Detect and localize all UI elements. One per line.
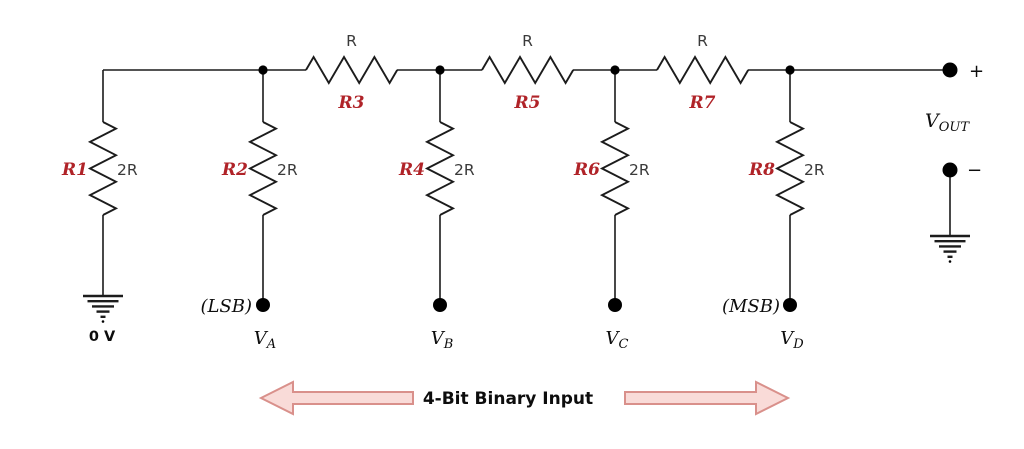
resistor-r1: R1 2R — [61, 121, 138, 216]
caption-binary-input: 4-Bit Binary Input — [423, 389, 593, 409]
arrow-right-icon — [624, 380, 791, 416]
resistor-r4: R4 2R — [398, 121, 475, 216]
resistor-value-label: 2R — [117, 161, 138, 179]
resistor-r3: R R3 — [305, 32, 399, 113]
ground-symbol-output — [930, 234, 970, 263]
resistor-r8: R8 2R — [748, 121, 825, 216]
input-terminal-vd — [783, 298, 797, 312]
output-plus-sign: + — [969, 61, 984, 82]
input-label-vd: VD — [780, 328, 804, 352]
resistor-value-label: 2R — [804, 161, 825, 179]
resistor-designator: R8 — [748, 160, 775, 180]
junction-dot-node-c — [610, 65, 620, 75]
input-subscript: A — [266, 337, 276, 352]
output-symbol: V — [925, 110, 941, 132]
junction-dot-node-d — [785, 65, 795, 75]
input-terminal-va — [256, 298, 270, 312]
resistor-r6: R6 2R — [573, 121, 650, 216]
resistor-r7: R R7 — [656, 32, 750, 113]
resistor-value-label: 2R — [629, 161, 650, 179]
resistor-zigzag — [481, 55, 575, 85]
resistor-zigzag — [599, 121, 631, 216]
resistor-zigzag — [656, 55, 750, 85]
junction-dot-node-b — [435, 65, 445, 75]
resistor-r2: R2 2R — [221, 121, 298, 216]
resistor-value-label: R — [346, 32, 357, 50]
arrow-left-icon — [258, 380, 414, 416]
resistor-zigzag — [774, 121, 806, 216]
input-label-vb: VB — [431, 328, 454, 352]
resistor-designator: R7 — [689, 93, 716, 113]
resistor-value-label: 2R — [277, 161, 298, 179]
input-symbol: V — [780, 328, 795, 349]
output-terminal-minus — [942, 162, 958, 178]
resistor-designator: R3 — [338, 93, 365, 113]
resistor-zigzag — [87, 121, 119, 216]
junction-dot-node-a — [258, 65, 268, 75]
resistor-zigzag — [247, 121, 279, 216]
input-symbol: V — [431, 328, 446, 349]
resistor-r5: R R5 — [481, 32, 575, 113]
resistor-designator: R5 — [514, 93, 541, 113]
input-label-vc: VC — [606, 328, 629, 352]
input-symbol: V — [254, 328, 269, 349]
input-terminal-vb — [433, 298, 447, 312]
input-subscript: C — [619, 337, 629, 352]
resistor-designator: R1 — [61, 160, 88, 180]
resistor-value-label: 2R — [454, 161, 475, 179]
resistor-designator: R6 — [573, 160, 600, 180]
output-minus-sign: − — [967, 160, 982, 181]
resistor-designator: R4 — [398, 160, 425, 180]
lsb-tag: (LSB) — [200, 296, 252, 317]
ground-symbol-left — [83, 294, 123, 323]
input-symbol: V — [606, 328, 621, 349]
output-voltage-label: VOUT — [925, 110, 970, 135]
input-label-va: VA — [254, 328, 276, 352]
resistor-value-label: R — [697, 32, 708, 50]
resistor-value-label: R — [522, 32, 533, 50]
input-subscript: B — [443, 337, 454, 352]
input-subscript: D — [792, 337, 804, 352]
resistor-zigzag — [305, 55, 399, 85]
input-terminal-vc — [608, 298, 622, 312]
output-terminal-plus — [942, 62, 958, 78]
msb-tag: (MSB) — [722, 296, 780, 317]
reference-voltage-label: 0 V — [89, 329, 116, 345]
output-subscript: OUT — [939, 120, 971, 135]
resistor-designator: R2 — [221, 160, 248, 180]
resistor-zigzag — [424, 121, 456, 216]
